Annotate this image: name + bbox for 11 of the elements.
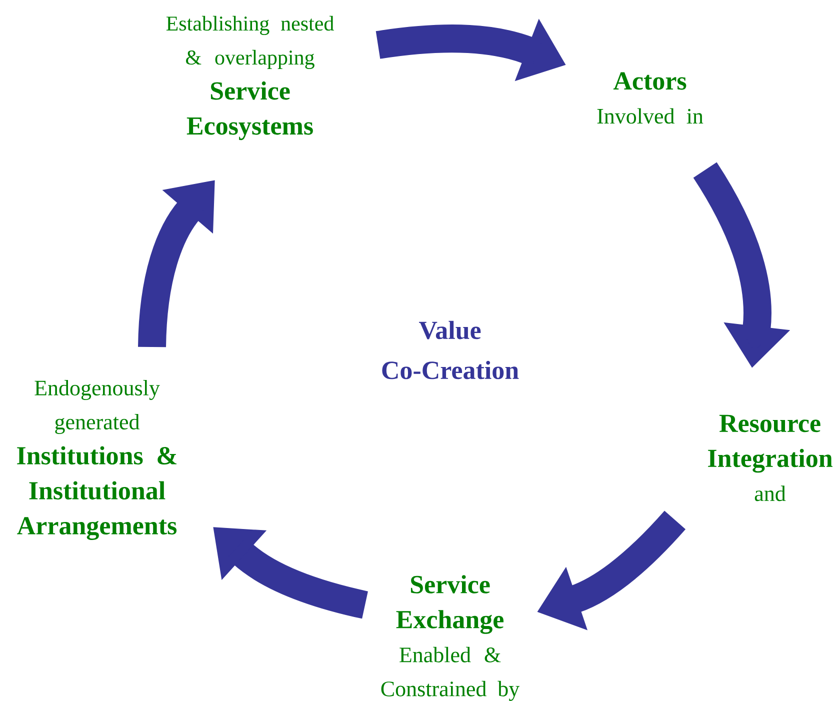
step-heading: Institutions & Institutional Arrangements <box>17 446 177 540</box>
step-description: Establishing nested & overlapping <box>166 16 334 69</box>
step-description: and <box>754 486 786 502</box>
step-description: Enabled & Constrained by <box>381 646 520 701</box>
step-heading: Actors <box>613 72 686 90</box>
step-description: Endogenously generated <box>34 380 160 434</box>
step-description: Involved in <box>597 108 704 124</box>
step-heading: Service Exchange <box>396 575 504 634</box>
center-title: Value Co-Creation <box>382 320 519 380</box>
step-heading: Resource Integration <box>708 414 832 473</box>
step-heading: Service Ecosystems <box>186 81 313 140</box>
